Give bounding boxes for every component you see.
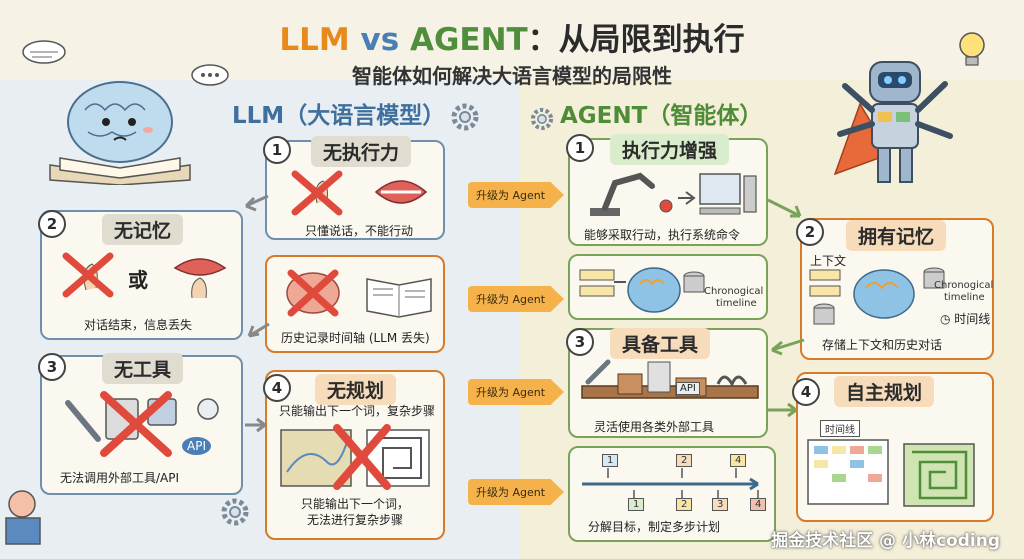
map-maze-crossed-icon: [280, 424, 430, 490]
tool-belt-icon: [581, 359, 759, 399]
agent-card-step-plan: 1 2 4 1 2 3 4 分解目标，制定多步计划: [568, 446, 776, 542]
step-bottom: 3: [712, 498, 729, 511]
step-bottom: 4: [750, 498, 767, 511]
card-title: 无工具: [102, 353, 184, 384]
agent-card-execution: 1 执行力增强 能够采取行动，执行系统命令: [566, 134, 768, 246]
title-agent: AGENT: [409, 22, 528, 58]
card-number: 4: [792, 378, 820, 406]
step-bottom: 1: [628, 498, 645, 511]
robot-arm-computer-icon: [590, 172, 757, 216]
speech-bubble-icon: [191, 64, 229, 86]
api-bubble: API: [182, 437, 211, 455]
upgrade-badge: 升级为 Agent: [468, 379, 564, 405]
timeline-label: timeline: [716, 298, 757, 309]
llm-section-heading: LLM（大语言模型）: [232, 103, 446, 129]
title-llm: LLM: [279, 22, 350, 58]
agent-section-heading: AGENT（智能体）: [560, 103, 763, 129]
llm-card-no-execution: 1 无执行力 只懂说话，不能行动: [263, 136, 445, 240]
upgrade-badge: 升级为 Agent: [468, 286, 564, 312]
arrow-left-icon: [771, 338, 805, 356]
card-caption: 灵活使用各类外部工具: [594, 420, 715, 434]
card-caption-bottom-line1: 只能输出下一个词，: [300, 497, 409, 511]
red-x-hand-icon: [291, 170, 343, 216]
card-caption: 历史记录时间轴 (LLM 丢失): [281, 331, 430, 345]
title-rest: ：从局限到执行: [527, 22, 745, 58]
agent-card-timeline: Chronogical timeline: [568, 254, 768, 320]
card-number: 1: [566, 134, 594, 162]
chrono-label: Chronogical: [934, 280, 994, 291]
card-caption: 无法调用外部工具/API: [60, 471, 180, 485]
step-bottom: 2: [676, 498, 693, 511]
gear-icon: [451, 103, 479, 131]
card-number: 2: [38, 210, 66, 238]
upgrade-badge: 升级为 Agent: [468, 479, 564, 505]
tools-crossed-icon: [65, 391, 219, 457]
card-title: 具备工具: [610, 328, 711, 359]
card-caption: 只懂说话，不能行动: [305, 224, 414, 238]
card-title: 无执行力: [311, 136, 412, 167]
llm-card-no-planning: 4 无规划 只能输出下一个词，复杂步骤 只能输出下一个词， 无法进行复杂步骤: [263, 370, 445, 540]
llm-card-history-lost: 历史记录时间轴 (LLM 丢失): [265, 255, 445, 353]
agent-card-tools: 3 具备工具 API 灵活使用各类外部工具: [566, 328, 768, 438]
arrow-right-icon: [768, 402, 797, 418]
arrow-right-icon: [245, 417, 266, 433]
step-top: 2: [676, 454, 693, 467]
context-label: 上下文: [810, 254, 847, 268]
card-title: 无规划: [315, 374, 397, 405]
card-caption: 对话结束，信息丢失: [84, 318, 193, 332]
upgrade-badge: 升级为 Agent: [468, 182, 564, 208]
speech-bubble-icon: [22, 40, 66, 64]
card-caption-bottom-line2: 无法进行复杂步骤: [306, 513, 403, 527]
confused-brain-book-icon: [49, 81, 191, 185]
card-title: 执行力增强: [610, 134, 730, 165]
card-number: 1: [263, 136, 291, 164]
title-vs: vs: [360, 22, 400, 58]
card-caption: 分解目标，制定多步计划: [588, 520, 721, 534]
red-x-hand-icon: [62, 252, 114, 298]
arrow-left-icon: [244, 194, 269, 212]
lightbulb-icon: [959, 32, 985, 66]
arrow-right-icon: [767, 198, 802, 218]
talking-mouth-icon: [374, 180, 428, 204]
llm-card-no-memory: 2 无记忆 或 对话结束，信息丢失: [38, 210, 243, 340]
card-caption: 存储上下文和历史对话: [822, 338, 943, 352]
planning-board-maze-icon: [807, 439, 975, 507]
api-tag: API: [676, 382, 700, 395]
page-title: LLM vs AGENT：从局限到执行: [0, 14, 1024, 59]
time-label-text: 时间线: [954, 312, 991, 326]
step-top: 4: [730, 454, 747, 467]
page-subtitle: 智能体如何解决大语言模型的局限性: [352, 64, 672, 88]
lips-hand-icon: [173, 258, 227, 299]
gear-icon: [530, 107, 554, 131]
agent-card-planning: 4 自主规划 时间线: [792, 372, 994, 522]
brain-memory-icon: [579, 267, 705, 313]
step-top: 1: [602, 454, 619, 467]
llm-card-no-tools: 3 无工具 API 无法调用外部工具/API: [38, 353, 243, 495]
or-text: 或: [128, 268, 148, 292]
step-timeline-icon: [582, 468, 759, 498]
chrono-label: Chronogical: [704, 286, 764, 297]
brain-memory-icon: [809, 267, 945, 325]
timeline-label: 时间线: [820, 420, 860, 437]
card-caption-top: 只能输出下一个词，复杂步骤: [279, 404, 436, 418]
arrow-left-icon: [247, 322, 270, 338]
card-title: 无记忆: [102, 214, 184, 245]
card-caption: 能够采取行动，执行系统命令: [584, 228, 741, 242]
card-title: 拥有记忆: [846, 220, 947, 251]
card-number: 2: [796, 218, 824, 246]
open-book-icon: [366, 278, 432, 318]
watermark: 掘金技术社区 @ 小林coding: [771, 531, 1000, 551]
agent-card-memory: 2 拥有记忆 上下文 Chronogical timeline ◷ 时间线 存储…: [796, 218, 994, 360]
brain-crossed-icon: [286, 269, 340, 317]
gear-icon: [221, 498, 249, 526]
card-title: 自主规划: [834, 376, 935, 407]
card-number: 3: [566, 328, 594, 356]
card-number: 4: [263, 374, 291, 402]
robot-agent-icon: [833, 61, 953, 183]
card-caption-bottom: 只能输出下一个词， 无法进行复杂步骤: [267, 496, 443, 528]
time-label: ◷ 时间线: [940, 312, 991, 326]
timeline-label: timeline: [944, 292, 985, 303]
card-number: 3: [38, 353, 66, 381]
reading-character-icon: [5, 490, 41, 545]
